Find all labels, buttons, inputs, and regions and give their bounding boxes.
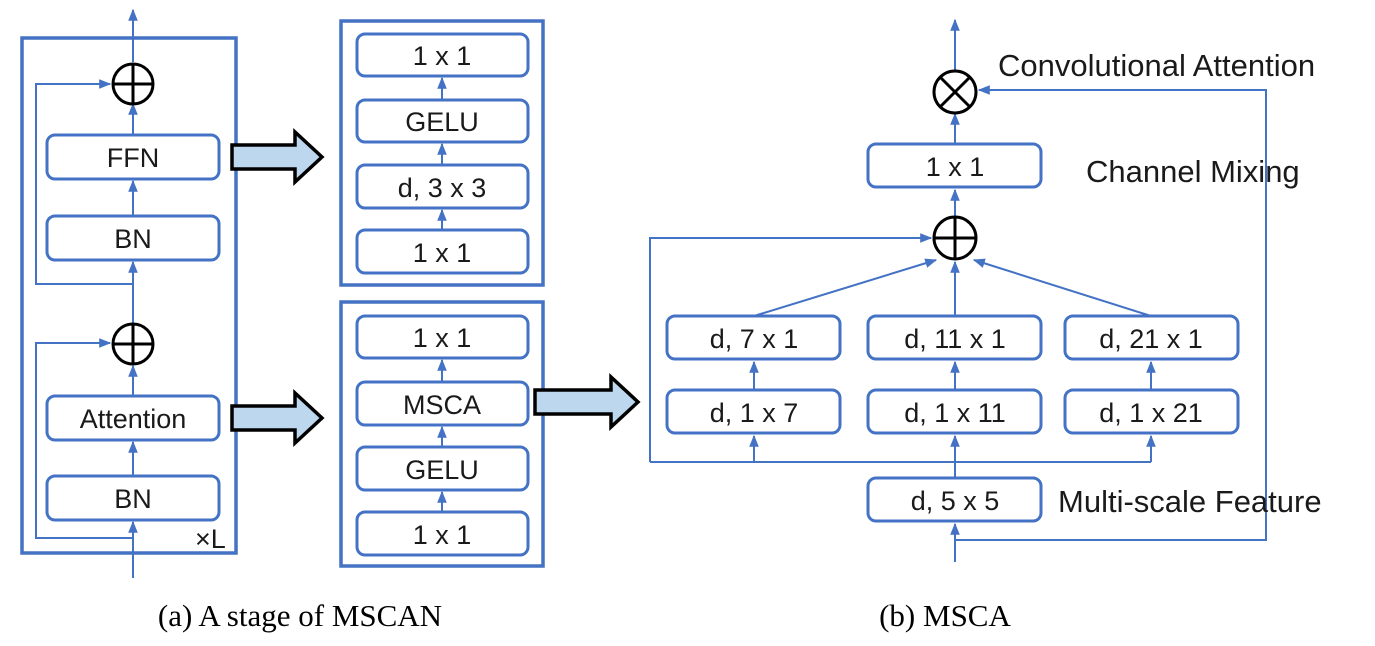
branch2-bottom bbox=[866, 388, 1043, 435]
attn-msca bbox=[355, 380, 530, 427]
ffn-conv1x1-bottom bbox=[355, 228, 530, 275]
add-op-bottom bbox=[111, 322, 155, 366]
bn-label-top: BN bbox=[114, 224, 152, 254]
bn-block-top bbox=[45, 214, 221, 262]
branch3-bottom-label: d, 1 x 21 bbox=[1099, 398, 1203, 428]
stage-frame bbox=[20, 36, 238, 555]
bn-block-bottom bbox=[45, 474, 221, 522]
attn-msca-label: MSCA bbox=[403, 390, 481, 420]
branch1-top-label: d, 7 x 1 bbox=[710, 324, 799, 354]
attn-gelu bbox=[355, 445, 530, 492]
channel-mixing-label: Channel Mixing bbox=[1086, 154, 1300, 189]
ffn-gelu-label: GELU bbox=[405, 107, 479, 137]
ffn-expand-arrow bbox=[230, 127, 325, 187]
branch3-top-label: d, 21 x 1 bbox=[1099, 324, 1203, 354]
ffn-dwconv-label: d, 3 x 3 bbox=[398, 173, 487, 203]
ffn-detail-frame bbox=[339, 19, 545, 287]
branch1-bottom-label: d, 1 x 7 bbox=[710, 398, 799, 428]
branch1-top bbox=[665, 314, 842, 361]
attention-block bbox=[45, 394, 221, 442]
stage-panel: FFN BN Attention BN ×L bbox=[20, 8, 238, 578]
ffn-block bbox=[45, 133, 221, 181]
attn-conv1x1-top-label: 1 x 1 bbox=[413, 323, 472, 353]
msca-conv1x1 bbox=[866, 142, 1043, 189]
branch2-top bbox=[866, 314, 1043, 361]
attention-label: Attention bbox=[80, 404, 187, 434]
attn-conv1x1-bottom bbox=[355, 510, 530, 557]
attn-gelu-label: GELU bbox=[405, 455, 479, 485]
msca-expand-arrow bbox=[533, 372, 641, 432]
branch2-top-label: d, 11 x 1 bbox=[904, 324, 1006, 354]
attention-detail-panel: 1 x 1 MSCA GELU 1 x 1 bbox=[339, 300, 545, 568]
branch1-bottom bbox=[665, 388, 842, 435]
caption-a: (a) A stage of MSCAN bbox=[158, 598, 442, 633]
attention-expand-arrow bbox=[230, 388, 325, 448]
ffn-detail-panel: 1 x 1 GELU d, 3 x 3 1 x 1 bbox=[339, 19, 545, 287]
convolutional-attention-label: Convolutional Attention bbox=[998, 48, 1315, 83]
attn-conv1x1-bottom-label: 1 x 1 bbox=[413, 520, 472, 550]
msca-conv1x1-label: 1 x 1 bbox=[926, 152, 985, 182]
attention-detail-frame bbox=[339, 300, 545, 568]
ffn-dwconv bbox=[355, 163, 530, 210]
attn-conv1x1-top bbox=[355, 314, 530, 360]
ffn-conv1x1-top bbox=[355, 32, 530, 78]
repeat-label: ×L bbox=[195, 524, 226, 554]
msca-panel: 1 x 1 d, 7 x 1 d, 1 x 7 d, 11 x 1 d, 1 x… bbox=[649, 18, 1322, 562]
bn-label-bottom: BN bbox=[114, 484, 152, 514]
caption-b: (b) MSCA bbox=[879, 598, 1011, 633]
ffn-gelu bbox=[355, 98, 530, 144]
ffn-conv1x1-top-label: 1 x 1 bbox=[413, 41, 472, 71]
branch3-bottom bbox=[1063, 388, 1240, 435]
msca-multiply-op bbox=[932, 69, 978, 115]
branch3-top bbox=[1063, 314, 1240, 361]
ffn-conv1x1-bottom-label: 1 x 1 bbox=[413, 238, 472, 268]
multi-scale-feature-label: Multi-scale Feature bbox=[1058, 484, 1322, 519]
branch2-bottom-label: d, 1 x 11 bbox=[904, 398, 1006, 428]
msca-add-op bbox=[932, 215, 978, 261]
ffn-label: FFN bbox=[107, 143, 159, 173]
base-conv5x5-label: d, 5 x 5 bbox=[911, 486, 1000, 516]
base-conv5x5 bbox=[866, 476, 1043, 523]
add-op-top bbox=[111, 62, 155, 106]
